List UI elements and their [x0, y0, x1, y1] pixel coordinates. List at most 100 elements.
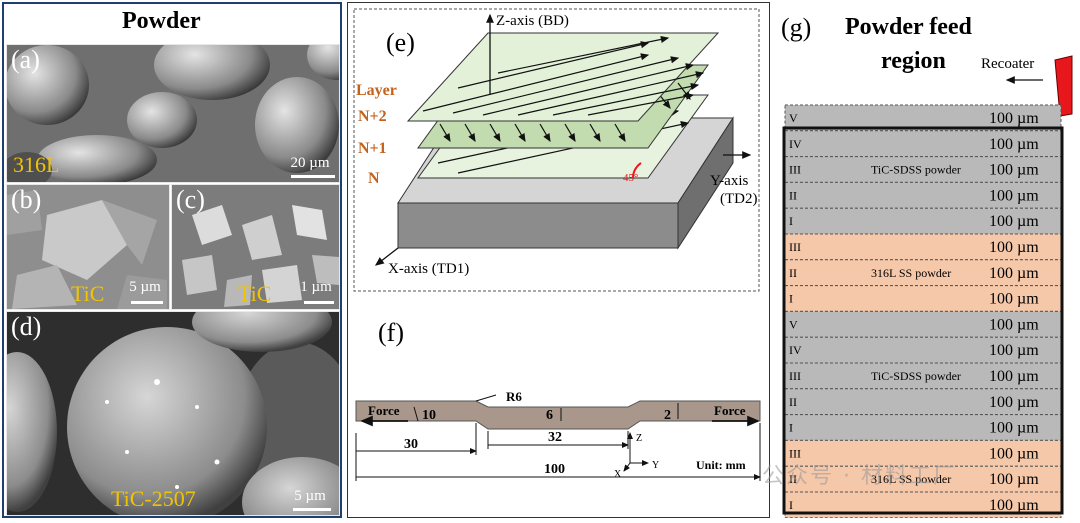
- sem-316l-graphic: [7, 45, 339, 182]
- layer-number: V: [789, 317, 798, 331]
- powder-layer-band: [784, 465, 1062, 493]
- layer-thickness: 100 µm: [989, 394, 1039, 411]
- y-axis-sublabel: (TD2): [720, 191, 758, 207]
- sem-a-tag: (a): [11, 45, 40, 74]
- sem-image-tic-2507: (d) TiC-2507 5 µm: [6, 311, 340, 516]
- layer-number: I: [789, 498, 793, 512]
- force-left-label: Force: [368, 403, 400, 418]
- sem-b-tag: (b): [11, 185, 42, 214]
- powder-title: Powder: [122, 8, 201, 34]
- watermark: 公众号 · 材料工厂: [762, 464, 957, 489]
- layer-thickness: 100 µm: [989, 420, 1039, 437]
- layer-number: II: [789, 266, 797, 280]
- sem-tic-c-graphic: [172, 185, 339, 309]
- layer-number: II: [789, 472, 797, 486]
- dim-width-label: 10: [422, 408, 436, 423]
- sem-image-tic-c: (c) TiC 1 µm: [171, 184, 340, 310]
- layer-number: I: [789, 214, 793, 228]
- layer-thickness: 100 µm: [989, 239, 1039, 256]
- powder-layer-5: I 100 µm: [784, 207, 1062, 235]
- scan-specimen-graphic: (e) Z-axis (BD) Y-axis (TD2) X-axis (TD1…: [353, 8, 761, 481]
- angle-arc: [631, 162, 642, 179]
- layer-label-n1: N+1: [358, 140, 387, 157]
- layer-powder-label: TiC-SDSS powder: [871, 369, 961, 383]
- layer-label-n: N: [368, 170, 380, 187]
- specimen-y-label: Y: [652, 460, 659, 471]
- powder-layer-band: [784, 259, 1062, 287]
- powder-layer-band: [784, 233, 1062, 261]
- layer-number: I: [789, 292, 793, 306]
- powder-layer-13: I 100 µm: [784, 414, 1062, 441]
- force-right-label: Force: [714, 403, 746, 418]
- sem-b-scale-label: 5 µm: [129, 279, 161, 295]
- sem-d-material-label: TiC-2507: [111, 486, 196, 511]
- specimen-x-axis: [623, 462, 631, 472]
- recoater-label: Recoater: [981, 56, 1034, 72]
- sem-d-scale-label: 5 µm: [294, 488, 326, 504]
- layer-thickness: 100 µm: [989, 497, 1039, 514]
- layer-number: IV: [789, 137, 802, 151]
- unit-label: Unit: mm: [696, 458, 746, 472]
- sem-c-material-label: TiC: [238, 281, 272, 306]
- angle-label: 45°: [623, 172, 638, 184]
- scan-frame: [353, 8, 760, 292]
- sem-b-scale-bar: [131, 301, 163, 304]
- feed-title-line1: Powder feed: [845, 14, 973, 40]
- sem-c-scale-label: 1 µm: [300, 279, 332, 295]
- sem-b-material-label: TiC: [71, 281, 105, 306]
- feed-title-line2: region: [881, 48, 946, 74]
- layer-thickness: 100 µm: [989, 291, 1039, 308]
- feed-tag: (g): [781, 13, 811, 42]
- layer-thickness: 100 µm: [989, 316, 1039, 333]
- layer-number: V: [789, 111, 798, 125]
- sem-a-material-label: 316L: [13, 152, 60, 177]
- layer-number: IV: [789, 343, 802, 357]
- powder-layer-8: I 100 µm: [784, 285, 1062, 312]
- powder-layer-band: [784, 181, 1062, 209]
- sem-a-scale-label: 20 µm: [290, 155, 330, 171]
- layer-number: I: [789, 421, 793, 435]
- powder-layer-10: IV 100 µm: [784, 336, 1062, 364]
- layer-thickness: 100 µm: [989, 368, 1039, 385]
- layer-powder-label: 316L SS powder: [871, 472, 951, 486]
- layer-number: III: [789, 240, 801, 254]
- feed-chamber-wall: [782, 126, 1064, 515]
- powder-layer-11: III TiC-SDSS powder 100 µm: [784, 362, 1062, 390]
- layer-thickness: 100 µm: [989, 342, 1039, 359]
- layer-thickness: 100 µm: [989, 187, 1039, 204]
- sem-tic-2507-graphic: [7, 312, 339, 515]
- powder-layer-band: [784, 336, 1062, 364]
- scan-specimen-panel: (e) Z-axis (BD) Y-axis (TD2) X-axis (TD1…: [347, 2, 770, 518]
- specimen-x-label: X: [614, 469, 622, 480]
- sem-image-tic-b: (b) TiC 5 µm: [6, 184, 170, 310]
- layer-thickness: 100 µm: [989, 213, 1039, 230]
- dimension-lines: [355, 394, 761, 481]
- sem-a-scale-bar: [291, 175, 335, 178]
- x-axis-label: X-axis (TD1): [388, 261, 469, 277]
- layer-thickness: 100 µm: [989, 162, 1039, 179]
- sem-tic-b-graphic: [7, 185, 169, 309]
- layer-number: III: [789, 163, 801, 177]
- powder-layer-4: II 100 µm: [784, 181, 1062, 209]
- tensile-specimen: [355, 400, 761, 430]
- dim-gauge-width-label: 6: [546, 408, 553, 423]
- powder-layer-band: [784, 414, 1062, 441]
- scan-tag: (e): [386, 28, 415, 57]
- powder-panel: Powder (a) 316L 20 µm: [2, 2, 342, 518]
- sem-d-tag: (d): [11, 312, 42, 341]
- layer-number: III: [789, 369, 801, 383]
- layer-number: II: [789, 188, 797, 202]
- recoater-blade: [1054, 55, 1073, 117]
- layer-thickness: 100 µm: [989, 110, 1039, 127]
- layer-powder-label: 316L SS powder: [871, 266, 951, 280]
- dim-thickness-label: 2: [664, 408, 671, 423]
- sem-image-316l: (a) 316L 20 µm: [6, 44, 340, 183]
- sem-d-scale-bar: [293, 508, 331, 511]
- layer-title: Layer: [356, 82, 397, 99]
